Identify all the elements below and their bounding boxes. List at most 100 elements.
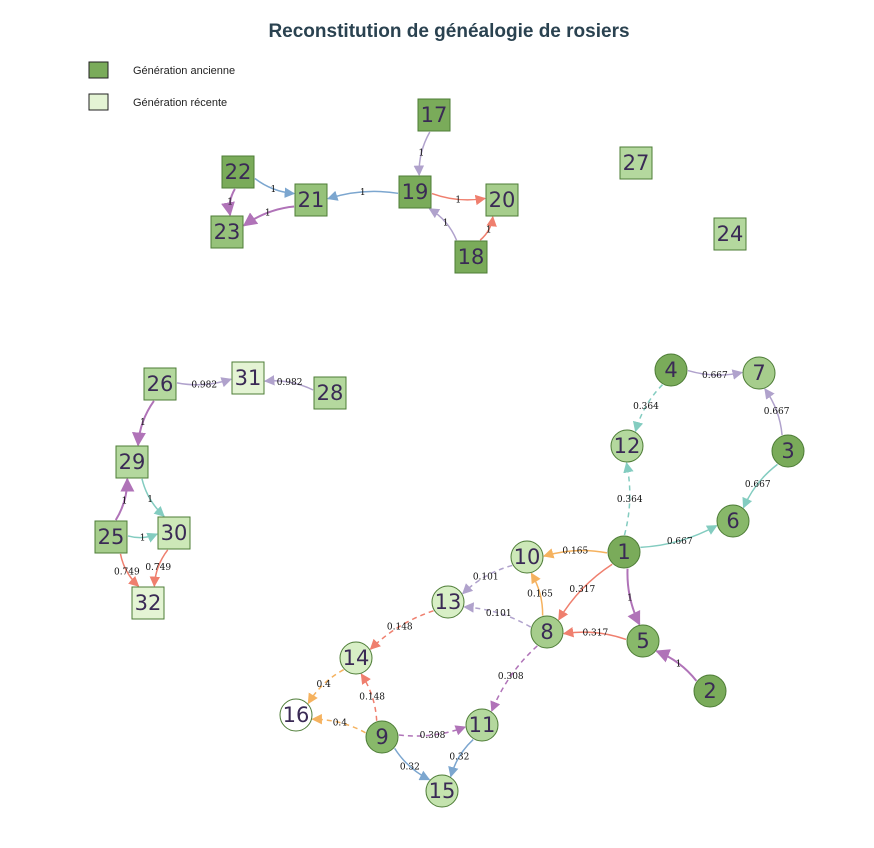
edge-label-22-23: 1 [227,198,233,208]
edge-25-to-30 [127,532,158,543]
node-23-label: 23 [214,220,241,244]
node-14[interactable]: 14 [339,641,373,675]
edge-label-22-21: 1 [271,185,277,195]
node-2[interactable]: 2 [693,674,727,708]
edge-30-to-32 [149,549,169,588]
edge-label-18-20: 1 [486,226,492,236]
node-10-label: 10 [514,545,541,569]
edge-1-to-12 [623,461,634,536]
node-18[interactable]: 18 [454,240,488,274]
node-27-label: 27 [623,151,650,175]
node-2-circle [693,674,727,708]
edge-3-to-6 [742,463,778,509]
node-26[interactable]: 26 [143,367,177,401]
edge-label-13-14: 0.148 [387,622,413,632]
edge-28-to-31 [263,375,314,391]
edge-18-to-19 [428,208,458,241]
edge-label-5-8: 0.317 [582,629,608,639]
edge-label-4-12: 0.364 [633,402,659,412]
node-8[interactable]: 8 [530,615,564,649]
edge-4-to-7 [687,369,744,380]
legend-label-ancienne: Génération ancienne [133,65,235,77]
node-5-label: 5 [636,629,649,653]
edge-label-9-11: 0.308 [420,731,446,741]
node-12[interactable]: 12 [610,429,644,463]
edge-label-30-32: 0.749 [145,563,171,573]
node-15-label: 15 [429,779,456,803]
node-19-square [398,175,432,209]
edge-label-4-7: 0.667 [702,371,728,381]
node-20-label: 20 [489,188,516,212]
node-23-square [210,215,244,249]
node-6[interactable]: 6 [716,504,750,538]
node-27[interactable]: 27 [619,146,653,180]
node-4[interactable]: 4 [654,353,688,387]
edge-label-14-16: 0.4 [317,680,332,690]
node-30-square [157,516,191,550]
node-6-label: 6 [726,509,739,533]
node-22-label: 22 [225,160,252,184]
node-9[interactable]: 9 [365,720,399,754]
edge-label-1-12: 0.364 [617,495,643,505]
node-22[interactable]: 22 [221,155,255,189]
node-30[interactable]: 30 [157,516,191,550]
edge-label-25-32: 0.749 [114,567,140,577]
node-31-square [231,361,265,395]
node-22-square [221,155,255,189]
edge-label-29-30: 1 [147,495,153,505]
legend-swatch-recente [88,93,109,111]
edge-label-9-15: 0.32 [400,762,420,772]
edge-label-1-10: 0.165 [562,547,588,557]
node-7[interactable]: 7 [742,356,776,390]
node-17[interactable]: 17 [417,98,451,132]
node-23[interactable]: 23 [210,215,244,249]
node-30-label: 30 [161,521,188,545]
node-16-label: 16 [283,703,310,727]
node-29[interactable]: 29 [115,445,149,479]
node-31[interactable]: 31 [231,361,265,395]
edge-1-to-5 [626,568,641,626]
node-3[interactable]: 3 [771,434,805,468]
node-18-label: 18 [458,245,485,269]
node-10[interactable]: 10 [510,540,544,574]
node-21[interactable]: 21 [294,183,328,217]
node-20[interactable]: 20 [485,183,519,217]
node-28[interactable]: 28 [313,376,347,410]
edge-8-to-13 [463,602,532,628]
node-16[interactable]: 16 [279,698,313,732]
edge-1-to-8 [558,563,613,621]
node-5[interactable]: 5 [626,624,660,658]
node-24[interactable]: 24 [713,217,747,251]
node-5-circle [626,624,660,658]
legend-swatch-ancienne [88,61,109,79]
edge-label-9-14: 0.148 [359,692,385,702]
node-12-label: 12 [614,434,641,458]
node-25-label: 25 [98,525,125,549]
node-16-circle [279,698,313,732]
node-19[interactable]: 19 [398,175,432,209]
edge-11-to-15 [448,738,474,778]
node-17-label: 17 [421,103,448,127]
node-8-circle [530,615,564,649]
node-3-circle [771,434,805,468]
node-32[interactable]: 32 [131,586,165,620]
node-11[interactable]: 11 [465,708,499,742]
node-28-label: 28 [317,381,344,405]
node-25[interactable]: 25 [94,520,128,554]
node-26-label: 26 [147,372,174,396]
edge-14-to-16 [307,669,345,705]
node-15[interactable]: 15 [425,774,459,808]
node-1[interactable]: 1 [607,535,641,569]
node-13[interactable]: 13 [431,585,465,619]
node-8-label: 8 [540,620,553,644]
edge-29-to-30 [141,478,165,517]
node-7-label: 7 [752,361,765,385]
edge-2-to-5 [655,649,698,682]
edge-label-9-16: 0.4 [333,719,348,729]
edge-label-19-20: 1 [455,195,461,205]
edge-label-19-21: 1 [360,188,366,198]
node-13-circle [431,585,465,619]
legend: Génération ancienne Génération récente [88,61,235,111]
